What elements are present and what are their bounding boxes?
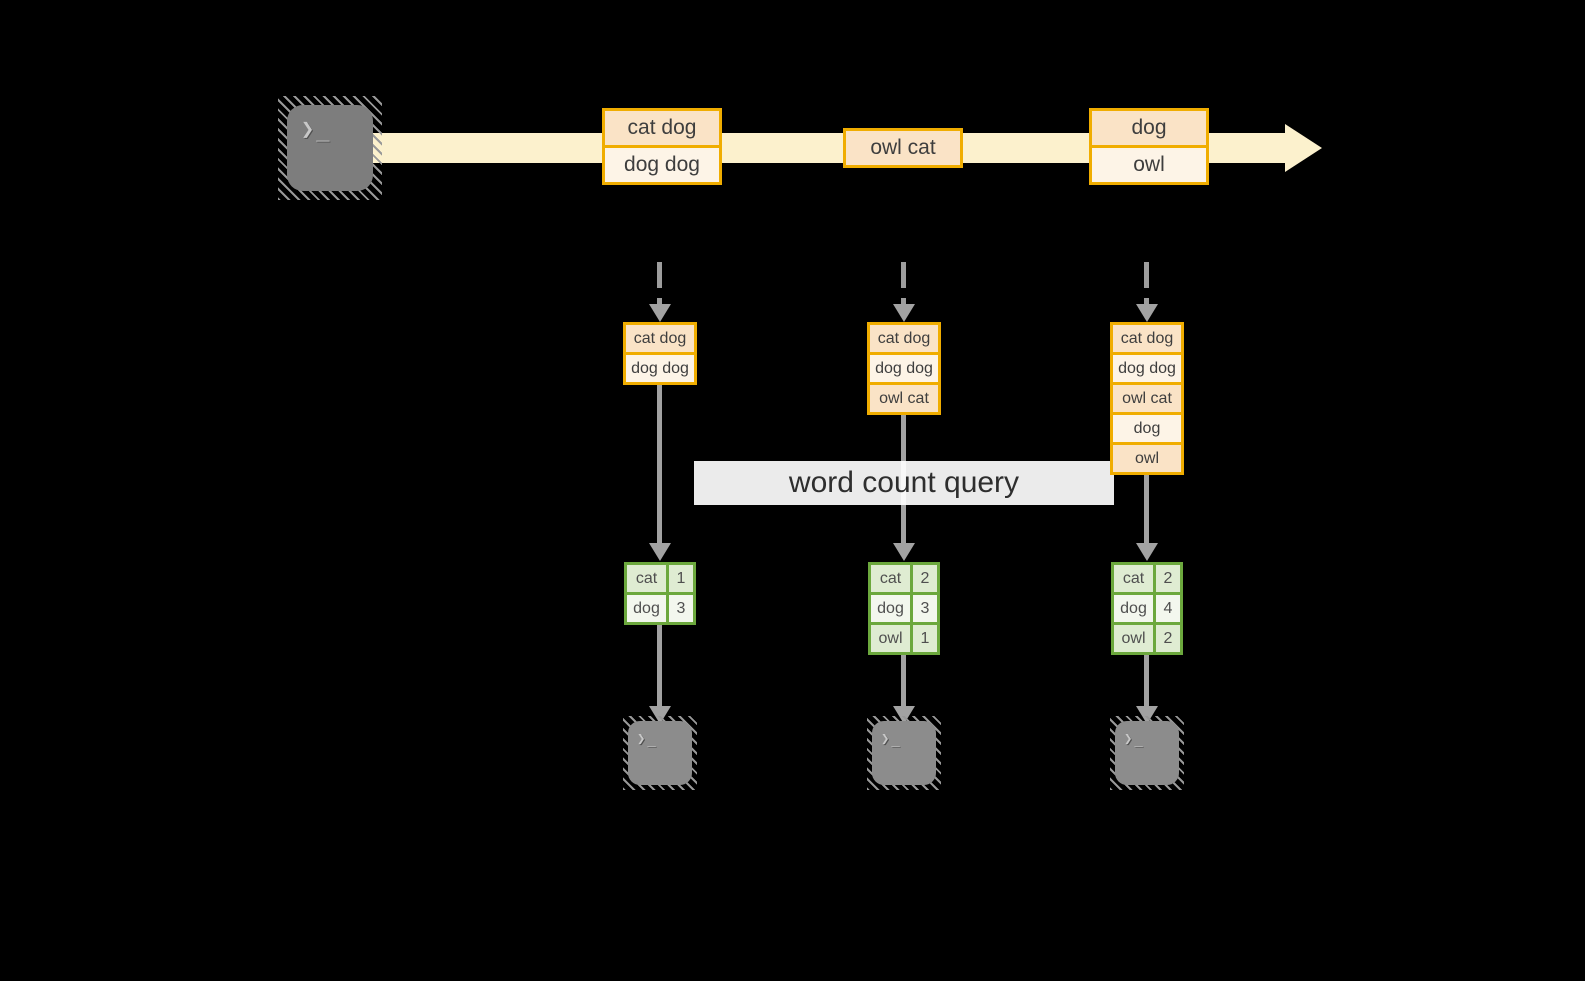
output-terminal-icon: ❯_: [623, 716, 697, 790]
arrowhead-icon: [1136, 543, 1158, 561]
count-value-cell: 2: [910, 562, 940, 595]
terminal-screen: ❯_: [628, 721, 692, 785]
count-word-cell: owl: [868, 622, 913, 655]
arrow-line: [657, 383, 662, 543]
dashed-arrowhead-icon: [1136, 304, 1158, 322]
count-value-cell: 4: [1153, 592, 1183, 625]
count-word-cell: dog: [1111, 592, 1156, 625]
dashed-arrow-line: [657, 262, 662, 304]
terminal-screen: ❯_: [1115, 721, 1179, 785]
record-cell: dog: [1110, 412, 1184, 445]
count-value-cell: 3: [666, 592, 696, 625]
terminal-prompt-icon: ❯_: [301, 117, 332, 142]
count-value-cell: 2: [1153, 562, 1183, 595]
terminal-prompt-icon: ❯_: [1124, 731, 1145, 747]
stream-event-box-2: owl cat: [843, 128, 963, 168]
record-cell: dog dog: [867, 352, 941, 385]
count-word-cell: dog: [624, 592, 669, 625]
arrow-line: [1144, 473, 1149, 543]
query-label: word count query: [788, 466, 1020, 499]
record-cell: cat dog: [1110, 322, 1184, 355]
stream-event-row: dog dog: [602, 145, 722, 185]
count-word-cell: cat: [624, 562, 669, 595]
dashed-arrowhead-icon: [649, 304, 671, 322]
terminal-prompt-icon: ❯_: [637, 731, 658, 747]
record-cell: owl: [1110, 442, 1184, 475]
count-value-cell: 1: [910, 622, 940, 655]
record-cell: dog dog: [1110, 352, 1184, 385]
count-word-cell: owl: [1111, 622, 1156, 655]
arrow-line: [657, 623, 662, 706]
arrowhead-icon: [893, 543, 915, 561]
dashed-arrow-line: [1144, 262, 1149, 304]
output-terminal-icon: ❯_: [867, 716, 941, 790]
output-terminal-icon: ❯_: [1110, 716, 1184, 790]
arrowhead-icon: [649, 543, 671, 561]
query-band: word count query: [694, 461, 1114, 505]
stream-timeline-arrowhead-icon: [1285, 124, 1322, 172]
count-word-cell: cat: [868, 562, 913, 595]
terminal-prompt-icon: ❯_: [881, 731, 902, 747]
count-word-cell: dog: [868, 592, 913, 625]
stream-event-row: owl cat: [843, 128, 963, 168]
count-value-cell: 3: [910, 592, 940, 625]
record-cell: cat dog: [623, 322, 697, 355]
stream-event-row: dog: [1089, 108, 1209, 148]
arrow-line: [901, 653, 906, 706]
dashed-arrowhead-icon: [893, 304, 915, 322]
count-value-cell: 1: [666, 562, 696, 595]
record-cell: dog dog: [623, 352, 697, 385]
count-word-cell: cat: [1111, 562, 1156, 595]
dashed-arrow-line: [901, 262, 906, 304]
record-cell: owl cat: [867, 382, 941, 415]
terminal-screen: ❯_: [872, 721, 936, 785]
source-terminal-icon: ❯_: [278, 96, 382, 200]
count-value-cell: 2: [1153, 622, 1183, 655]
stream-event-row: owl: [1089, 145, 1209, 185]
record-cell: cat dog: [867, 322, 941, 355]
record-cell: owl cat: [1110, 382, 1184, 415]
arrow-line: [1144, 653, 1149, 706]
stream-event-row: cat dog: [602, 108, 722, 148]
terminal-screen: ❯_: [287, 105, 373, 191]
